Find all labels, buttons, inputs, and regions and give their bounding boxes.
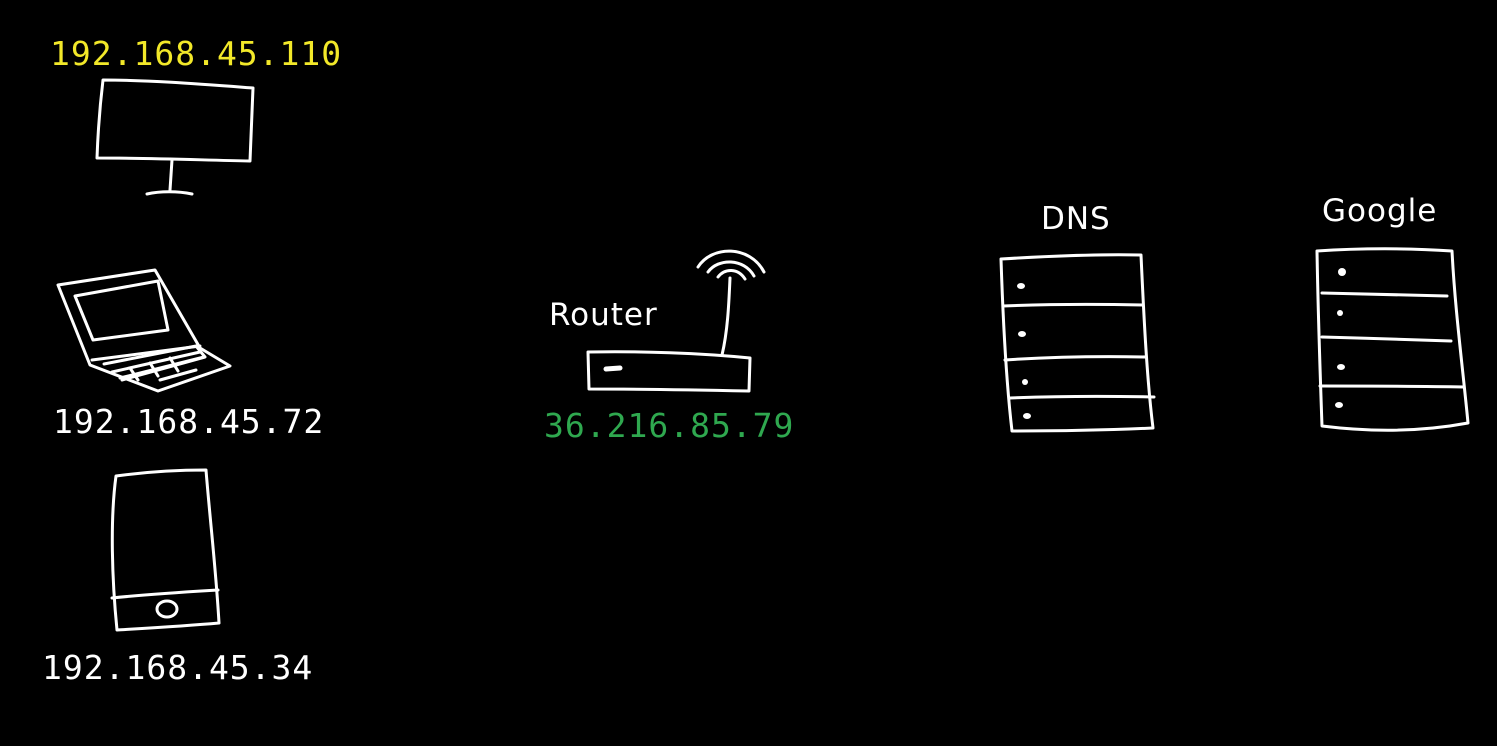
dns-label: DNS <box>1041 201 1111 237</box>
phone-ip-label: 192.168.45.34 <box>42 648 314 687</box>
laptop-icon <box>56 268 232 393</box>
router-label: Router <box>549 297 658 333</box>
router-icon <box>586 249 766 393</box>
monitor-icon <box>95 78 255 196</box>
google-label: Google <box>1322 193 1438 229</box>
server-rack-icon <box>999 253 1156 433</box>
router-ip-label: 36.216.85.79 <box>544 406 795 445</box>
laptop-ip-label: 192.168.45.72 <box>53 402 325 441</box>
phone-icon <box>110 468 221 632</box>
server-rack-icon <box>1315 247 1470 432</box>
desktop-ip-label: 192.168.45.110 <box>50 34 343 73</box>
